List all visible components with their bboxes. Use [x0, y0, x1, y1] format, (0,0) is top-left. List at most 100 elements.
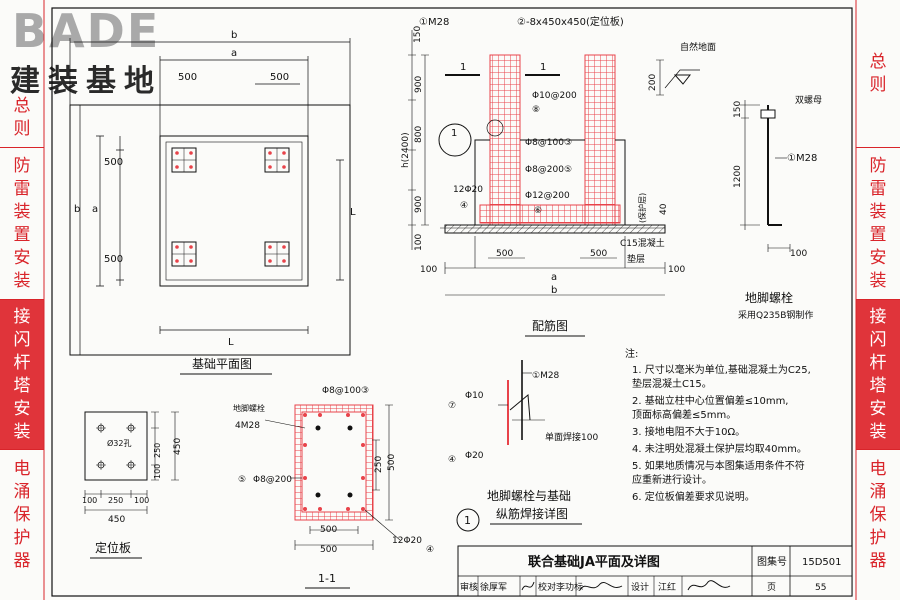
note-item: 应重新进行设计。: [632, 473, 712, 486]
rebar-dim-a: a: [551, 272, 557, 283]
notes-heading: 注:: [625, 347, 638, 360]
notes: 注: 1. 尺寸以毫米为单位,基础混凝土为C25, 垫层混凝土C15。 2. 基…: [625, 347, 811, 503]
plan-title: 基础平面图: [192, 357, 252, 371]
design-label: 设计: [631, 581, 649, 593]
section-label-r12: 12Φ20: [392, 536, 422, 546]
bolt-subtitle: 采用Q235B钢制作: [738, 309, 813, 321]
left-tab-general[interactable]: 总则: [0, 88, 44, 148]
plate-dim-v100: 100: [153, 464, 162, 479]
plan-dim-b: b: [231, 30, 237, 41]
reviewer-name: 徐厚军: [480, 581, 507, 593]
reviewer-signature: [521, 581, 535, 591]
rebar-dim-40: 40: [659, 203, 669, 215]
right-tab-general[interactable]: 总则: [856, 0, 900, 148]
right-tab-surge-protector[interactable]: 电涌保护器: [856, 450, 900, 580]
plate-dim-v450: 450: [173, 438, 183, 455]
note-item: 4. 未注明处混凝土保护层均取40mm。: [632, 442, 807, 455]
rebar-dim-150: 150: [413, 26, 423, 43]
rebar-label-m28: ①M28: [419, 17, 449, 28]
page-number: 55: [815, 583, 826, 593]
weld-detail-number: 1: [464, 514, 471, 527]
logo: BADE 建装基地: [6, 4, 176, 99]
section-dim-500: 500: [387, 454, 397, 471]
page-label: 页: [767, 582, 776, 593]
bolt-group: [171, 147, 290, 267]
plate-dim-v250: 250: [153, 443, 162, 458]
note-item: 6. 定位板偏差要求见说明。: [632, 490, 755, 503]
left-tab-label: 接闪杆塔安装: [13, 306, 31, 442]
note-item: 3. 接地电阻不大于10Ω。: [632, 425, 745, 438]
section-title: 1-1: [318, 572, 336, 585]
bolt-dim-1200: 1200: [733, 165, 743, 188]
note-item: 5. 如果地质情况与本图集适用条件不符: [632, 459, 805, 472]
rebar-label-r3: Φ8@100③: [525, 138, 572, 148]
atlas-label: 图集号: [757, 555, 787, 568]
designer-signature: [687, 580, 731, 591]
detail-callout: 1: [451, 128, 457, 139]
rebar-dim-500a: 500: [496, 249, 513, 259]
left-tab-lightning-device[interactable]: 防雷装置安装: [0, 148, 44, 300]
bolt-title: 地脚螺栓: [745, 290, 793, 305]
plan-dim-500: 500: [104, 157, 123, 168]
rebar-label-r12: 12Φ20: [453, 185, 483, 195]
rebar-cover-note: (保护层): [637, 193, 647, 223]
plate-dim-450: 450: [108, 515, 125, 525]
rebar-label-ground: 自然地面: [680, 41, 716, 53]
rebar-dim-h: h(2400): [401, 132, 411, 168]
weld-label-p20: Φ20: [465, 451, 484, 461]
bolt-label-m28: ①M28: [787, 153, 817, 164]
logo-brand: BADE: [12, 4, 161, 58]
right-tab-label: 电涌保护器: [869, 458, 887, 571]
section-label-r5n: ⑤: [238, 475, 246, 485]
drawing-title: 联合基础JA平面及详图: [528, 554, 660, 570]
title-block: 联合基础JA平面及详图 图集号 15D501 审核 徐厚军 校对 李功标 设计 …: [457, 545, 853, 597]
left-tab-label: 电涌保护器: [13, 458, 31, 571]
right-tab-air-terminal-tower[interactable]: 接闪杆塔安装: [856, 300, 900, 450]
rebar-dim-b: b: [551, 285, 557, 296]
rebar-label-r8: Φ10@200: [532, 91, 577, 101]
weld-label-c7: ⑦: [448, 401, 456, 411]
note-item: 2. 基础立柱中心位置偏差≤10mm,: [632, 394, 788, 407]
anchor-bolt: 150 1200 100 双螺母 ①M28 地脚螺栓 采用Q235B钢制作: [733, 95, 822, 321]
plan-dim-a: a: [231, 48, 237, 59]
rebar-label-r6a: Φ12@200: [525, 191, 570, 201]
plan-dim-500: 500: [270, 72, 289, 83]
section-label-r5: Φ8@200: [253, 475, 292, 485]
left-tab-air-terminal-tower[interactable]: 接闪杆塔安装: [0, 300, 44, 450]
plan-dim-a-vertical: a: [92, 204, 98, 215]
rebar-dim-800: 800: [414, 126, 424, 143]
plan-dim-500: 500: [104, 254, 123, 265]
weld-title-2: 纵筋焊接详图: [496, 506, 568, 521]
weld-detail: ①M28 ⑦ Φ10 ④ Φ20 单面焊接100 地脚螺栓与基础 纵筋焊接详图 …: [448, 360, 598, 532]
rebar-dim-100: 100: [414, 234, 424, 251]
section-dim-500b: 500: [320, 525, 337, 535]
weld-label-c4: ④: [448, 455, 456, 465]
bolt-dim-150: 150: [733, 101, 743, 118]
bolt-dim-100: 100: [790, 249, 807, 259]
weld-label-p10: Φ10: [465, 391, 484, 401]
section-label-r3: Φ8@100③: [322, 386, 369, 396]
positioning-plate: Ø32孔 100 250 100 450 100 250 450 定位板: [82, 411, 183, 559]
section-dim-250: 250: [374, 456, 384, 473]
right-tab-lightning-device[interactable]: 防雷装置安装: [856, 148, 900, 300]
designer-name: 江红: [658, 581, 676, 593]
rebar-dim-100d: 100: [668, 265, 685, 275]
weld-title-1: 地脚螺栓与基础: [487, 488, 571, 503]
checker-signature: [579, 582, 623, 591]
rebar-label-r5: Φ8@200⑤: [525, 165, 572, 175]
section-label-bolt: 地脚螺栓: [233, 403, 265, 413]
right-tab-label: 接闪杆塔安装: [869, 306, 887, 442]
bolt-label-nut: 双螺母: [795, 95, 822, 106]
rebar-label-r6: ⑥: [534, 206, 542, 216]
weld-label-m28: ①M28: [532, 371, 560, 381]
plate-title: 定位板: [95, 540, 131, 555]
section-label-r4: ④: [426, 545, 434, 555]
left-tab-surge-protector[interactable]: 电涌保护器: [0, 450, 44, 580]
left-tab-label: 防雷装置安装: [13, 155, 31, 291]
plate-label-hole: Ø32孔: [107, 438, 131, 448]
rebar-dim-200: 200: [648, 74, 658, 91]
rebar-label-r8n: ⑧: [532, 105, 540, 115]
plan-dim-L: L: [350, 207, 356, 218]
